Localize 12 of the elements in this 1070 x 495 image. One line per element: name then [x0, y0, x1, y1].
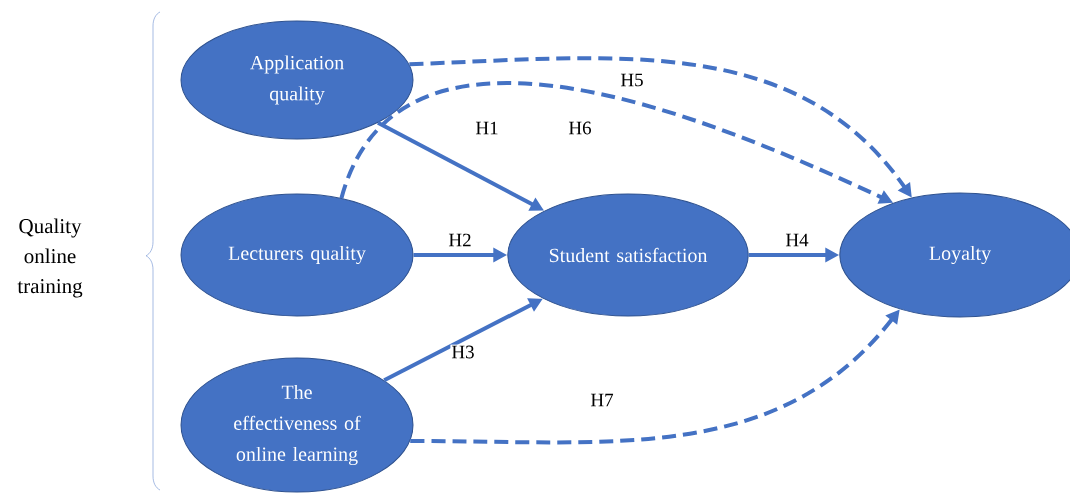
edge-label: H3 — [450, 344, 476, 360]
group-label: Quality online training — [17, 218, 83, 298]
edge-label: H5 — [619, 72, 645, 88]
ellipse-node: The effectiveness of online learning — [180, 357, 414, 493]
ellipse-node: Student satisfaction — [507, 193, 749, 317]
edge-label: H7 — [589, 392, 615, 408]
ellipse-node: Lecturers quality — [180, 193, 414, 317]
edge-label: H1 — [474, 120, 500, 136]
ellipse-node: Application quality — [180, 20, 414, 140]
edge-label: H2 — [447, 232, 473, 248]
edge-label: H4 — [784, 232, 810, 248]
edge-label: H6 — [567, 120, 593, 136]
